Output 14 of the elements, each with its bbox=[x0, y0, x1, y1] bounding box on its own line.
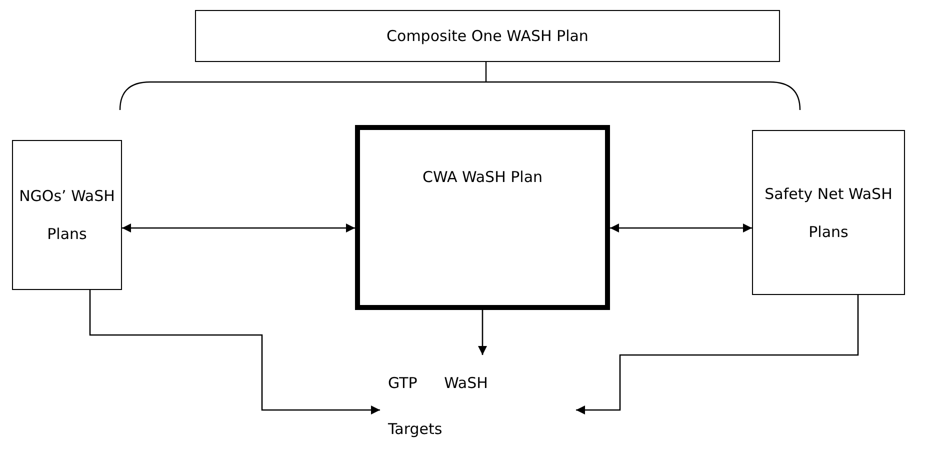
arrow bbox=[478, 310, 487, 355]
process-box bbox=[12, 140, 122, 290]
arrow bbox=[576, 295, 859, 414]
process-box bbox=[752, 130, 905, 295]
arrow bbox=[89, 290, 380, 414]
box-label: CWA WaSH Plan bbox=[422, 167, 543, 188]
box-label: Composite One WASH Plan bbox=[386, 26, 588, 47]
process-box bbox=[355, 125, 610, 310]
node-label: GTP WaSH Targets bbox=[388, 373, 488, 440]
box-label: NGOs’ WaSH Plans bbox=[18, 186, 116, 245]
process-box bbox=[195, 10, 780, 62]
arrow bbox=[122, 224, 355, 232]
arrow bbox=[610, 224, 752, 232]
box-label: Safety Net WaSH Plans bbox=[764, 184, 894, 242]
